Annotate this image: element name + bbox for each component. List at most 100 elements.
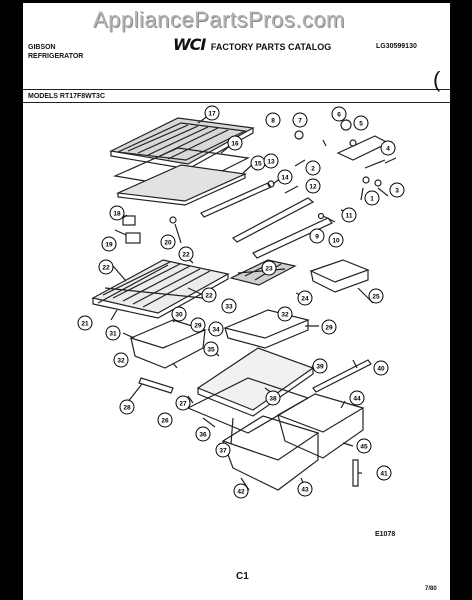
date-code: 7/80 [425,586,437,592]
catalog-sheet: AppliancePartsPros.com GIBSON REFRIGERAT… [23,3,450,600]
callout-44: 44 [349,390,365,406]
svg-text:8: 8 [271,118,275,125]
callout-32a: 32 [113,352,129,368]
svg-text:9: 9 [315,234,319,241]
callout-22b: 22 [98,259,114,275]
svg-text:20: 20 [164,240,172,247]
page-label: C1 [236,571,249,582]
svg-text:24: 24 [301,296,309,303]
svg-text:22: 22 [205,293,213,300]
svg-text:3: 3 [395,188,399,195]
svg-text:5: 5 [359,121,363,128]
callout-24: 24 [297,290,313,306]
callout-23: 23 [261,260,277,276]
callout-28: 28 [119,399,135,415]
svg-text:15: 15 [254,161,262,168]
document-number: LG30599130 [376,43,417,50]
callout-3: 3 [389,182,405,198]
exploded-parts-diagram: 17 16 15 13 14 12 18 19 20 22 22 22 21 3… [77,105,405,499]
svg-text:13: 13 [267,159,275,166]
callout-9: 9 [309,228,325,244]
callout-19: 19 [101,236,117,252]
callout-1: 1 [364,190,380,206]
callout-43: 43 [297,481,313,497]
svg-text:32: 32 [117,358,125,365]
callout-31: 31 [105,325,121,341]
callout-5: 5 [353,115,369,131]
callout-29b: 29 [321,319,337,335]
svg-text:29: 29 [194,323,202,330]
callout-26: 26 [157,412,173,428]
figure-code: E1078 [375,531,396,538]
models-rule [23,102,450,103]
callout-36: 36 [195,426,211,442]
svg-text:39: 39 [316,364,324,371]
svg-text:22: 22 [102,265,110,272]
brand-block: GIBSON REFRIGERATOR [28,43,83,61]
callout-12: 12 [305,178,321,194]
svg-text:19: 19 [105,242,113,249]
svg-text:21: 21 [81,321,89,328]
svg-text:7: 7 [298,118,302,125]
callout-22a: 22 [178,246,194,262]
svg-text:43: 43 [301,487,309,494]
svg-text:34: 34 [212,327,220,334]
callout-29a: 29 [190,317,206,333]
callout-16: 16 [227,135,243,151]
svg-text:6: 6 [337,112,341,119]
callout-42: 42 [233,483,249,499]
svg-text:14: 14 [281,175,289,182]
callout-45: 45 [356,438,372,454]
callout-15: 15 [250,155,266,171]
binder-mark: ( [433,67,441,92]
svg-text:17: 17 [208,111,216,118]
callout-7: 7 [292,112,308,128]
catalog-title-block: WCI FACTORY PARTS CATALOG [173,35,331,54]
svg-text:37: 37 [219,448,227,455]
svg-text:26: 26 [161,418,169,425]
callout-13: 13 [263,153,279,169]
svg-text:38: 38 [269,396,277,403]
callout-17: 17 [204,105,220,121]
svg-text:42: 42 [237,489,245,496]
callout-33: 33 [221,298,237,314]
product-type: REFRIGERATOR [28,53,84,60]
svg-text:11: 11 [346,213,353,220]
svg-text:41: 41 [380,471,388,478]
callout-41: 41 [376,465,392,481]
callout-22c: 22 [201,287,217,303]
svg-text:2: 2 [311,166,315,173]
callout-27a: 27 [175,395,191,411]
wci-logo: WCI [173,35,206,54]
callout-4: 4 [380,140,396,156]
callout-32b: 32 [277,306,293,322]
svg-text:16: 16 [231,141,239,148]
header-rule [23,89,450,90]
callout-34: 34 [208,321,224,337]
svg-text:12: 12 [309,184,317,191]
svg-text:4: 4 [386,146,390,153]
svg-text:23: 23 [265,266,273,273]
svg-text:44: 44 [353,396,361,403]
svg-text:32: 32 [281,312,289,319]
catalog-title: FACTORY PARTS CATALOG [210,42,332,52]
callout-8: 8 [265,112,281,128]
models-label: MODELS RT17F8WT3C [28,93,106,100]
svg-text:31: 31 [109,331,117,338]
callout-35: 35 [203,341,219,357]
callout-11: 11 [341,207,357,223]
callout-25: 25 [368,288,384,304]
callout-6: 6 [331,106,347,122]
svg-text:30: 30 [175,312,183,319]
svg-text:1: 1 [370,196,374,203]
svg-text:33: 33 [225,304,233,311]
callout-14: 14 [277,169,293,185]
svg-text:10: 10 [332,238,340,245]
brand-name: GIBSON [28,44,56,51]
callout-18: 18 [109,205,125,221]
svg-text:45: 45 [360,444,368,451]
callout-39: 39 [312,358,328,374]
callout-21: 21 [77,315,93,331]
svg-text:22: 22 [182,252,190,259]
watermark: AppliancePartsPros.com [93,7,345,32]
